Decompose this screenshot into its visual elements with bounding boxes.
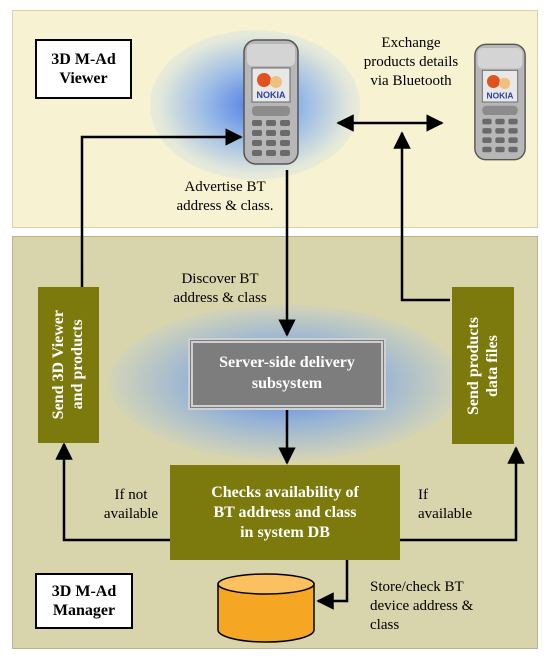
if-available-label: If available — [418, 487, 473, 522]
phone-brand-secondary: NOKIA — [487, 90, 514, 100]
if-not-available-label: If not available — [103, 487, 159, 522]
arrow-files-to-phone2 — [393, 131, 450, 302]
manager-label: 3D M-Ad Manager — [35, 573, 133, 629]
send-products-box: Send products data files — [452, 287, 514, 444]
arrow-viewer-to-phone — [80, 128, 243, 288]
send-viewer-box: Send 3D Viewer and products — [38, 287, 99, 443]
viewer-label: 3D M-Ad Viewer — [35, 39, 132, 99]
phone-icon-secondary: NOKIA — [474, 43, 526, 161]
exchange-label: Exchange products details via Bluetooth — [363, 35, 459, 89]
phone-icon-primary: NOKIA — [243, 39, 299, 165]
checks-availability-box: Checks availability of BT address and cl… — [170, 465, 400, 560]
arrow-checks-to-viewer — [55, 442, 170, 542]
discover-label: Discover BT address & class — [173, 271, 267, 306]
database-icon — [217, 573, 315, 643]
arrow-checks-to-db — [316, 560, 349, 610]
arrow-checks-to-files — [400, 446, 525, 542]
phone-brand-primary: NOKIA — [257, 90, 287, 100]
store-check-label: Store/check BT device address & class — [370, 579, 474, 633]
advertise-label: Advertise BT address & class. — [176, 179, 274, 214]
send-viewer-text: Send 3D Viewer and products — [50, 310, 87, 420]
send-products-text: Send products data files — [464, 316, 501, 415]
server-delivery-box: Server-side delivery subsystem — [188, 338, 386, 410]
